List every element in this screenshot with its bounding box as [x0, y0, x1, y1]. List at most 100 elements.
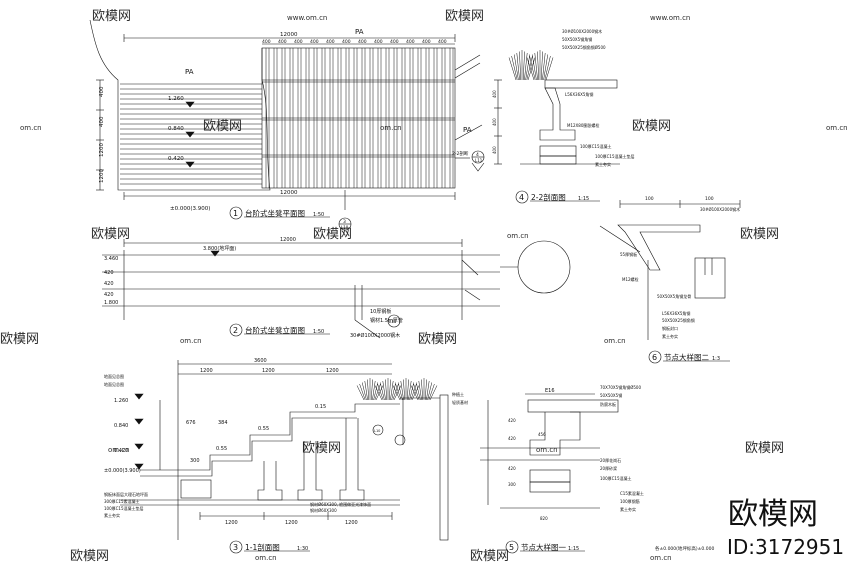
section-bottom-dim: 1200 [225, 520, 238, 526]
detail2-top-dim: 100 [645, 196, 654, 202]
grass-blade [524, 52, 528, 81]
watermark-brand: 欧模网 [0, 332, 39, 347]
section-top-dim: 3600 [254, 358, 267, 364]
plan-scale: 1:50 [313, 212, 324, 218]
plan-repeat-dim: 400 [326, 39, 335, 45]
elevation-top-dim: 12000 [280, 237, 296, 243]
plan-tag-pa: PA [355, 28, 364, 36]
detail2-note: M12螺栓 [622, 276, 639, 282]
section-level: ±0.000(3.900) [104, 468, 141, 474]
detail2-top-dim: 100 [705, 196, 714, 202]
plan-level: 0.420 [168, 156, 184, 162]
section-note-left: 钢板抹面层大理石地坪面 [104, 491, 148, 497]
grass-blade [390, 380, 394, 401]
section-note-right: 轻质基材 [452, 399, 468, 405]
plan-repeat-dim: 400 [342, 39, 351, 45]
watermark-brand: 欧模网 [92, 9, 131, 24]
plan-repeat-dim: 400 [438, 39, 447, 45]
watermark-brand: 欧模网 [470, 549, 509, 564]
section-callout: L10 [374, 429, 380, 433]
detail2-note: 50X50X25钢角钢 [662, 317, 695, 323]
detail1-dim: 420 [508, 418, 516, 423]
plan-callout: 4 [476, 152, 479, 158]
detail1-title: 节点大样图一 [521, 542, 566, 552]
watermark-site: om.cn [826, 124, 848, 132]
section-inner-dim: 384 [218, 420, 228, 426]
detail2-note: L56X36X5角钢 [662, 310, 690, 316]
detail1-note: 防腐木板 [600, 401, 616, 407]
grass-blade [527, 57, 536, 81]
section22-note: 100厚C15混凝土 [580, 143, 612, 149]
section-inner-dim: 300 [190, 458, 200, 464]
section-number: 3 [233, 543, 238, 552]
section-bottom-dim: 1200 [285, 520, 298, 526]
watermark-site: om.cn [380, 124, 402, 132]
detail1-note: 50X50X5钢 [600, 392, 622, 398]
section22-dim: 400 [492, 146, 497, 154]
grass-blade [426, 380, 430, 401]
plan-title: 台阶式坐凳平面图 [245, 208, 305, 218]
grass-blade [375, 385, 384, 401]
plan-view [89, 19, 485, 231]
grass-blade [372, 380, 376, 401]
elevation-view [102, 239, 571, 339]
elevation-callout: L10 [389, 319, 397, 324]
section-bottom-dim: 1200 [345, 520, 358, 526]
plan-level: 1.260 [168, 96, 184, 102]
section22-note: 50X50X25钢角钢Ø500 [562, 44, 606, 50]
watermark-brand: 欧模网 [418, 332, 457, 347]
plan-tag-pa: PA [185, 68, 194, 76]
section22-number: 4 [519, 193, 524, 202]
plan-callout: L10 [341, 225, 349, 230]
section-inner-dim: 676 [186, 420, 196, 426]
section22-dim: 400 [492, 90, 497, 98]
plan-left-dim: 1200 [99, 169, 105, 183]
watermark-brand: 欧模网 [740, 227, 779, 242]
detail1-note: 20厚花岗石 [600, 457, 621, 463]
watermark-site: om.cn [604, 337, 626, 345]
grass-blade [379, 382, 385, 401]
section-note-left: 素土夯实 [104, 512, 120, 518]
elevation-level: 3.800(地坪面) [203, 245, 236, 252]
plan-level: 0.840 [168, 126, 184, 132]
grass-blade [508, 57, 517, 81]
grass-blade [382, 380, 386, 401]
detail1-note: 20厚砂浆 [600, 465, 617, 471]
grass-blade [361, 382, 367, 401]
plan-repeat-dim: 400 [422, 39, 431, 45]
grass-blade [377, 383, 384, 401]
grass-blade [537, 51, 540, 81]
detail1-footnote: 各±0.000(地坪标高)±0.000 [655, 545, 714, 552]
plan-step-lines [120, 83, 262, 185]
detail-1-view [480, 393, 619, 554]
section22-note: 100厚C15混凝土垫层 [595, 153, 635, 159]
detail1-top-dim: E16 [545, 388, 555, 394]
detail-2-view [599, 200, 741, 364]
grass-blade [385, 379, 388, 401]
watermark-block: 欧模网 ID:3172951 [727, 497, 844, 559]
grass-blade [531, 54, 537, 81]
grass-tufts [356, 50, 554, 401]
detail2-note: 钢板封口 [662, 325, 678, 331]
watermark-brand: 欧模网 [745, 441, 784, 456]
detail1-note: 100厚钢筋 [620, 498, 640, 504]
detail1-scale: 1:15 [568, 546, 579, 552]
grass-blade [413, 383, 420, 401]
section-level: 0.420 [114, 448, 128, 454]
detail2-number: 6 [652, 353, 657, 362]
grass-blade [529, 55, 536, 81]
plan-section-mark: 2-2剖断 [452, 150, 469, 157]
watermark-site: www.om.cn [287, 14, 327, 22]
watermark-site: om.cn [650, 554, 672, 562]
section-note-left: 地面见总图 [104, 373, 124, 379]
detail1-dim: 456 [538, 432, 546, 437]
plan-repeat-dim: 400 [262, 39, 271, 45]
grass-blade [522, 51, 525, 81]
detail-1-labels: E16 70X70X5钢角钢Ø500 50X50X5钢 防腐木板 20厚花岗石 … [508, 384, 714, 552]
plan-level-bottom: ±0.000(3.900) [170, 206, 210, 212]
section22-note: M12X80膨胀螺栓 [567, 122, 599, 128]
grass-blade [409, 382, 415, 401]
watermark-brand: 欧模网 [445, 9, 484, 24]
